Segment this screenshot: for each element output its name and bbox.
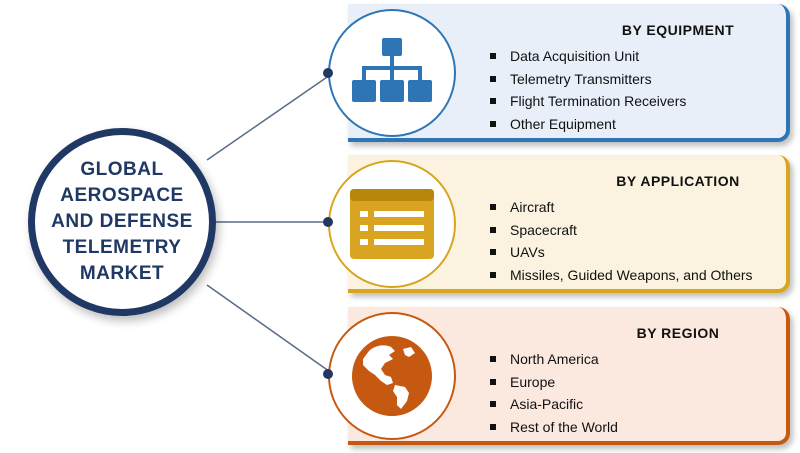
connector-region bbox=[206, 284, 334, 375]
list-item: Other Equipment bbox=[488, 113, 686, 136]
connector-dot-equipment bbox=[323, 68, 333, 78]
segment-list-application: Aircraft Spacecraft UAVs Missiles, Guide… bbox=[488, 196, 753, 286]
connector-equipment bbox=[206, 72, 334, 161]
list-item: Telemetry Transmitters bbox=[488, 68, 686, 91]
segment-heading-equipment: BY EQUIPMENT bbox=[621, 22, 735, 38]
list-item: North America bbox=[488, 348, 618, 371]
hierarchy-icon bbox=[352, 38, 432, 102]
segment-list-equipment: Data Acquisition Unit Telemetry Transmit… bbox=[488, 45, 686, 135]
region-icon-circle bbox=[328, 312, 456, 440]
list-item: UAVs bbox=[488, 241, 753, 264]
application-icon-circle bbox=[328, 160, 456, 288]
connector-dot-region bbox=[323, 369, 333, 379]
connector-dot-application bbox=[323, 217, 333, 227]
list-item: Flight Termination Receivers bbox=[488, 90, 686, 113]
globe-americas-icon bbox=[352, 336, 432, 416]
list-item: Rest of the World bbox=[488, 416, 618, 439]
list-item: Europe bbox=[488, 371, 618, 394]
list-item: Aircraft bbox=[488, 196, 753, 219]
market-hub: GLOBAL AEROSPACE AND DEFENSE TELEMETRY M… bbox=[28, 128, 216, 316]
equipment-icon-circle bbox=[328, 9, 456, 137]
list-item: Asia-Pacific bbox=[488, 393, 618, 416]
list-item: Data Acquisition Unit bbox=[488, 45, 686, 68]
segment-heading-region: BY REGION bbox=[636, 325, 720, 341]
segment-heading-application: BY APPLICATION bbox=[616, 173, 740, 189]
list-item: Missiles, Guided Weapons, and Others bbox=[488, 264, 753, 287]
segment-list-region: North America Europe Asia-Pacific Rest o… bbox=[488, 348, 618, 438]
list-document-icon bbox=[350, 189, 434, 259]
market-title: GLOBAL AEROSPACE AND DEFENSE TELEMETRY M… bbox=[51, 159, 193, 284]
list-item: Spacecraft bbox=[488, 219, 753, 242]
